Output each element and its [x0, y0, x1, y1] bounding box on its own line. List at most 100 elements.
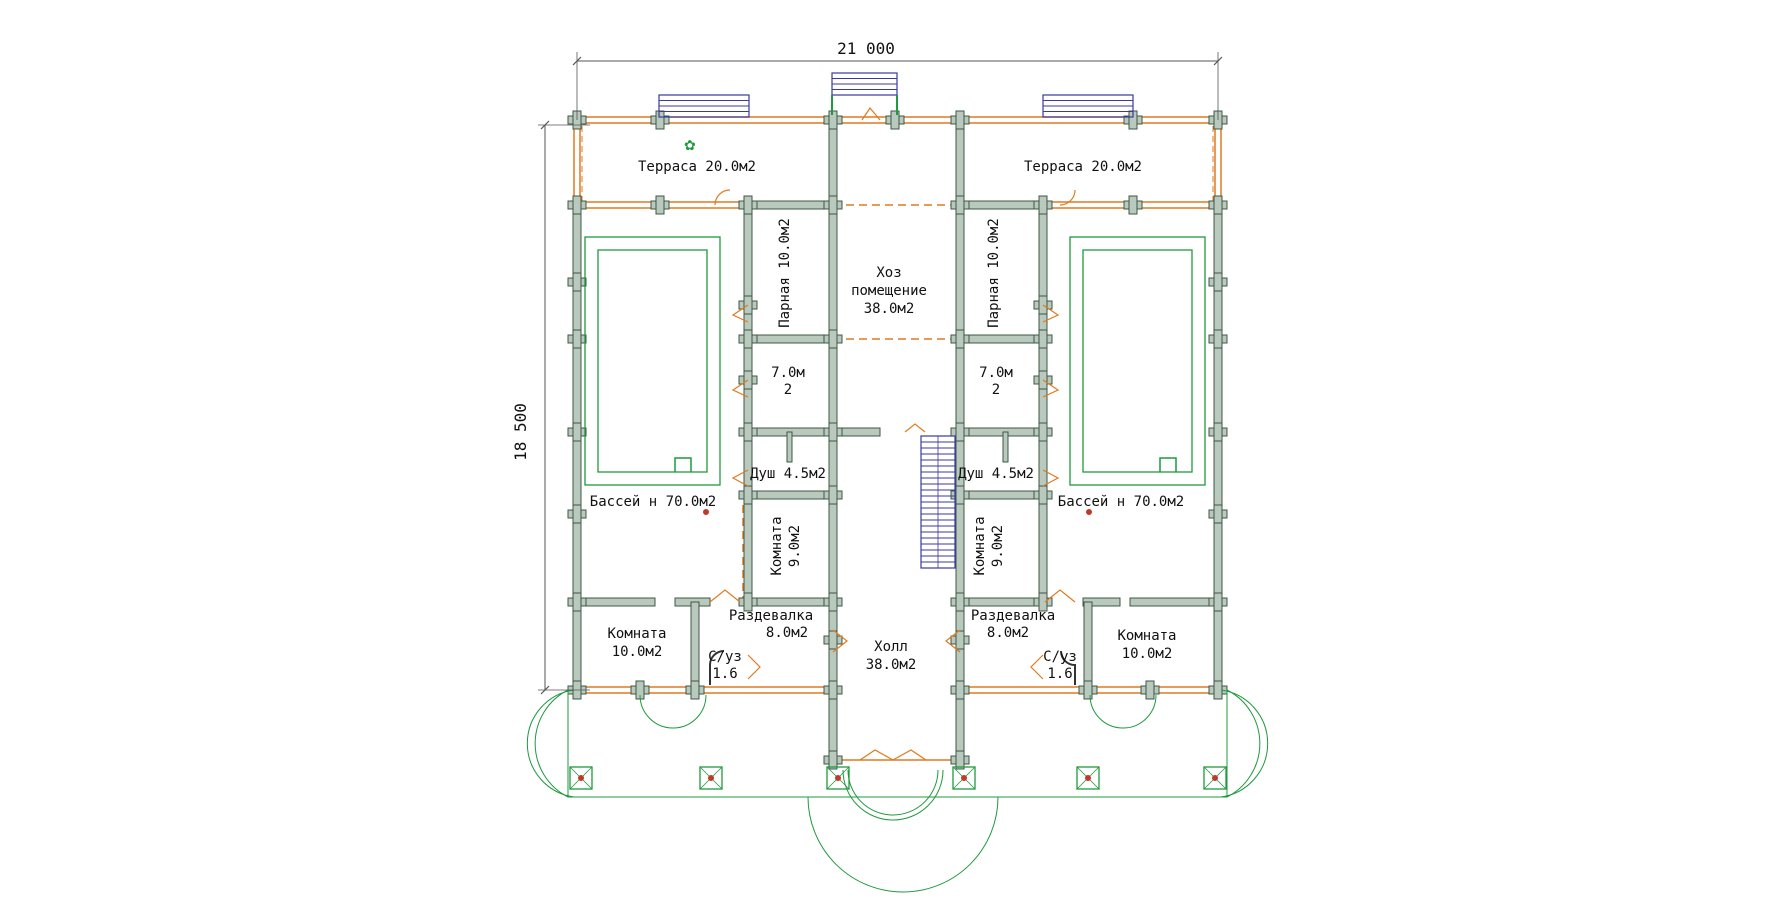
veranda-arc	[1226, 689, 1261, 798]
door-swing	[832, 629, 848, 653]
pool-ladder	[1159, 457, 1177, 472]
log-joint	[1213, 195, 1223, 215]
wall	[743, 204, 753, 606]
wc-right-label-2: 1.6	[1047, 666, 1072, 682]
wc-door	[1060, 650, 1076, 685]
wall	[959, 490, 1044, 500]
hall-label-2: 38.0м2	[866, 657, 917, 673]
veranda-arc	[1220, 689, 1269, 798]
wall	[747, 334, 834, 344]
log-joint	[1038, 329, 1048, 349]
log-joint	[828, 630, 838, 650]
pool-water	[1082, 249, 1193, 473]
room-labels: 21 000 18 500 Терраса 20.0м2 Терраса 20.…	[511, 39, 1184, 682]
door-swing	[1042, 469, 1060, 487]
door-swing	[1059, 189, 1076, 206]
log-joint	[955, 195, 965, 215]
log-joint	[828, 329, 838, 349]
door-swing	[709, 589, 741, 603]
entrance-arc	[847, 769, 939, 816]
log-joint	[743, 195, 753, 215]
log-joint	[1213, 422, 1223, 442]
wall	[747, 200, 834, 210]
dimension-tick	[540, 685, 550, 695]
stairs	[658, 72, 1134, 569]
veranda-arc	[534, 689, 569, 798]
porch	[526, 509, 1269, 893]
log-joint	[1083, 680, 1093, 700]
veranda-arc	[526, 689, 575, 798]
log-joint	[955, 630, 965, 650]
terrace-left-label: Терраса 20.0м2	[638, 159, 756, 175]
log-joint	[955, 329, 965, 349]
log-joint	[1145, 680, 1155, 700]
log-joint	[955, 750, 965, 770]
column-core	[961, 775, 967, 781]
column	[569, 766, 593, 790]
log-joint	[572, 329, 582, 349]
small-right-label-2: 2	[992, 382, 1000, 398]
wc-door	[709, 650, 725, 685]
shower-left-label: Душ 4.5м2	[750, 466, 826, 482]
column	[826, 766, 850, 790]
pool-outline	[1069, 236, 1206, 486]
log-joint	[743, 329, 753, 349]
room9-left-label-1: Комната	[769, 516, 785, 575]
door-swing	[1042, 379, 1060, 398]
utility-label-1: Хоз	[876, 265, 901, 281]
log-joint	[828, 485, 838, 505]
hall-label-1: Холл	[874, 639, 908, 655]
column	[1076, 766, 1100, 790]
small-left-label-1: 7.0м	[771, 365, 805, 381]
room9-right-label-2: 9.0м2	[990, 525, 1006, 567]
room9-right-label-1: Комната	[972, 516, 988, 575]
width-dimension: 21 000	[837, 39, 895, 58]
wall	[959, 200, 1044, 210]
dimension-tick	[540, 120, 550, 130]
log-joint	[1213, 592, 1223, 612]
pool-outline	[584, 236, 721, 486]
log-joint	[828, 680, 838, 700]
log-joint	[828, 750, 838, 770]
log-joint	[1213, 272, 1223, 292]
marker	[1086, 509, 1092, 515]
steam-right-label: Парная 10.0м2	[986, 218, 1002, 328]
log-joint	[955, 110, 965, 130]
wc-left-label-2: 1.6	[712, 666, 737, 682]
log-joint	[1038, 422, 1048, 442]
steam-left-label: Парная 10.0м2	[777, 218, 793, 328]
door-swing	[747, 654, 761, 680]
log-joint	[1213, 329, 1223, 349]
log-joint	[1213, 504, 1223, 524]
pool-left-label: Бассей н 70.0м2	[590, 494, 716, 510]
wc-left-label-1: С/уз	[708, 649, 742, 665]
column-core	[578, 775, 584, 781]
pool-right-label: Бассей н 70.0м2	[1058, 494, 1184, 510]
utility-label-2: помещение	[851, 283, 927, 299]
column	[1203, 766, 1227, 790]
column-core	[708, 775, 714, 781]
pool-water	[597, 249, 708, 473]
bay-arc	[639, 694, 707, 729]
log-joint	[955, 592, 965, 612]
wc-right-label-1: С/уз	[1043, 649, 1077, 665]
log-joint	[1038, 485, 1048, 505]
entrance-arc	[842, 769, 944, 821]
plant-icon: ✿	[684, 138, 696, 154]
dimension-tick	[1213, 56, 1223, 66]
log-joint	[655, 110, 665, 130]
room10-left-label-2: 10.0м2	[612, 644, 663, 660]
pool-ladder	[674, 457, 692, 472]
log-joint	[572, 272, 582, 292]
wall-stub	[786, 431, 793, 463]
wall	[959, 427, 1044, 437]
door-swing	[731, 304, 749, 323]
log-joint	[743, 592, 753, 612]
log-joint	[690, 680, 700, 700]
log-joint	[955, 422, 965, 442]
room10-right-label-1: Комната	[1117, 628, 1176, 644]
bay-arc	[1089, 694, 1157, 729]
door-swing	[861, 106, 881, 121]
log-joint	[572, 422, 582, 442]
wall	[1083, 601, 1093, 691]
